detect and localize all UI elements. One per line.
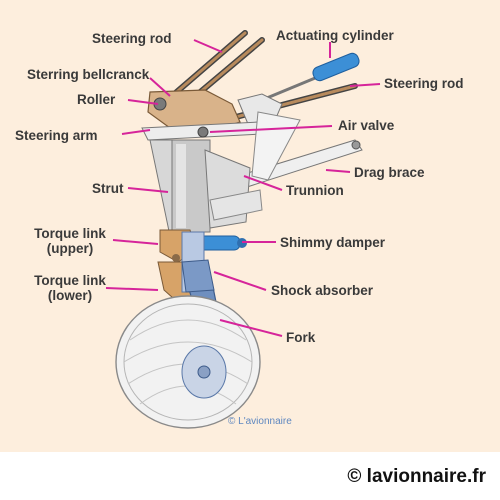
label-shock-absorber: Shock absorber — [271, 283, 374, 298]
watermark: © L'avionnaire — [228, 416, 292, 427]
nose-gear-illustration — [105, 30, 381, 429]
label-strut: Strut — [92, 181, 124, 196]
label-actuating-cylinder: Actuating cylinder — [276, 28, 394, 43]
label-steering-rod-top: Steering rod — [92, 31, 172, 46]
label-torque-link-lower-line1: Torque link — [34, 273, 106, 288]
label-torque-link-lower-line2: (lower) — [47, 288, 93, 303]
strut — [149, 139, 263, 237]
label-torque-link-lower: Torque link (lower) — [26, 273, 114, 303]
footer-credit: © lavionnaire.fr — [347, 466, 486, 487]
label-steering-bellcrank: Sterring bellcranck — [27, 67, 150, 82]
wheel — [115, 295, 261, 429]
label-torque-link-upper-line2: (upper) — [46, 241, 94, 256]
label-torque-link-upper: Torque link (upper) — [26, 226, 114, 256]
label-air-valve: Air valve — [338, 118, 395, 133]
label-drag-brace: Drag brace — [354, 165, 425, 180]
actuating-cylinder — [261, 52, 360, 102]
label-trunnion: Trunnion — [286, 183, 344, 198]
label-steering-arm: Steering arm — [15, 128, 98, 143]
label-shimmy-damper: Shimmy damper — [280, 235, 386, 250]
label-fork: Fork — [286, 330, 316, 345]
label-roller: Roller — [77, 92, 116, 107]
leader-lines — [105, 39, 381, 337]
footer: © lavionnaire.fr — [0, 452, 500, 500]
label-steering-rod-right: Steering rod — [384, 76, 464, 91]
label-torque-link-upper-line1: Torque link — [34, 226, 106, 241]
